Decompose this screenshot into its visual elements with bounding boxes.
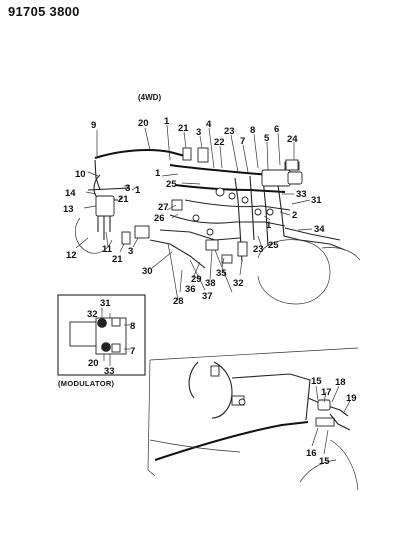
callout-10: 10 [75,169,86,180]
callout-3c: 3 [128,246,133,257]
master-cylinder [261,169,291,187]
lower-brake-lines [147,347,359,491]
callout-11: 11 [102,244,113,255]
callout-20: 20 [138,118,149,129]
callout-4: 4 [206,119,212,130]
document-number: 91705 3800 [8,4,80,19]
callout-32-inset: 32 [87,309,98,320]
modulator-inset [57,294,146,376]
fitting-27 [171,199,183,211]
callout-24: 24 [287,134,298,145]
callout-2: 2 [292,210,297,221]
callout-29: 29 [191,274,202,285]
callout-7: 7 [240,136,245,147]
callout-3b: 3 [125,183,130,194]
callout-21c: 21 [112,254,123,265]
callout-33: 33 [296,189,307,200]
callout-18: 18 [335,377,346,388]
callout-21b: 21 [118,194,129,205]
callout-31: 31 [311,195,322,206]
fitting-32 [237,241,248,257]
callout-15b: 15 [319,456,330,467]
callout-5: 5 [264,133,270,144]
callout-19: 19 [346,393,357,404]
callout-1c: 1 [266,220,272,231]
variant-label: (4WD) [138,93,162,102]
callout-33-inset: 33 [104,366,115,377]
clip-21-top [182,147,192,161]
callout-3: 3 [196,127,201,138]
fitting-35 [221,254,233,264]
leader-lines-upper [75,124,313,293]
clip-21-left [121,231,131,245]
hose-clip-lower [210,365,220,377]
bracket-3-top [197,147,209,163]
callout-17: 17 [321,387,332,398]
callout-7-inset: 7 [130,346,135,357]
callout-37: 37 [202,291,213,302]
callout-8: 8 [250,125,255,136]
bracket-3-left [134,225,150,239]
callout-31-inset: 31 [100,298,111,309]
callout-14: 14 [65,188,76,199]
modulator-inset-caption: (MODULATOR) [58,379,115,388]
callout-numbers: 9 20 1 21 3 4 22 23 7 8 5 6 24 1 25 33 3… [63,116,357,467]
callout-22: 22 [214,137,225,148]
callout-12: 12 [66,250,77,261]
fitting-29 [205,239,219,251]
upper-brake-lines [74,147,361,305]
callout-32: 32 [233,278,244,289]
callout-9: 9 [91,120,96,131]
callout-20-inset: 20 [88,358,99,369]
callout-25: 25 [166,179,177,190]
callout-1: 1 [164,116,170,127]
callout-21: 21 [178,123,189,134]
callout-38: 38 [205,278,216,289]
callout-6: 6 [274,124,279,135]
callout-35: 35 [216,268,227,279]
callout-13: 13 [63,204,74,215]
hose-16 [315,417,335,427]
callout-1b: 1 [155,168,161,179]
callout-23: 23 [224,126,235,137]
callout-28: 28 [173,296,184,307]
inset-frame [57,294,146,376]
leader-lines-lower [311,385,351,455]
callout-34: 34 [314,224,325,235]
callout-26: 26 [154,213,165,224]
callout-27: 27 [158,202,169,213]
callout-30: 30 [142,266,153,277]
callout-25b: 25 [268,240,279,251]
callout-1d: 1 [135,185,141,196]
reservoir-24 [285,159,299,171]
callout-8-inset: 8 [130,321,135,332]
callout-36: 36 [185,284,196,295]
caliper-fitting-17 [317,399,331,411]
valve-body-left [95,195,115,217]
callout-15: 15 [311,376,322,387]
callout-23b: 23 [253,244,264,255]
callout-16: 16 [306,448,317,459]
